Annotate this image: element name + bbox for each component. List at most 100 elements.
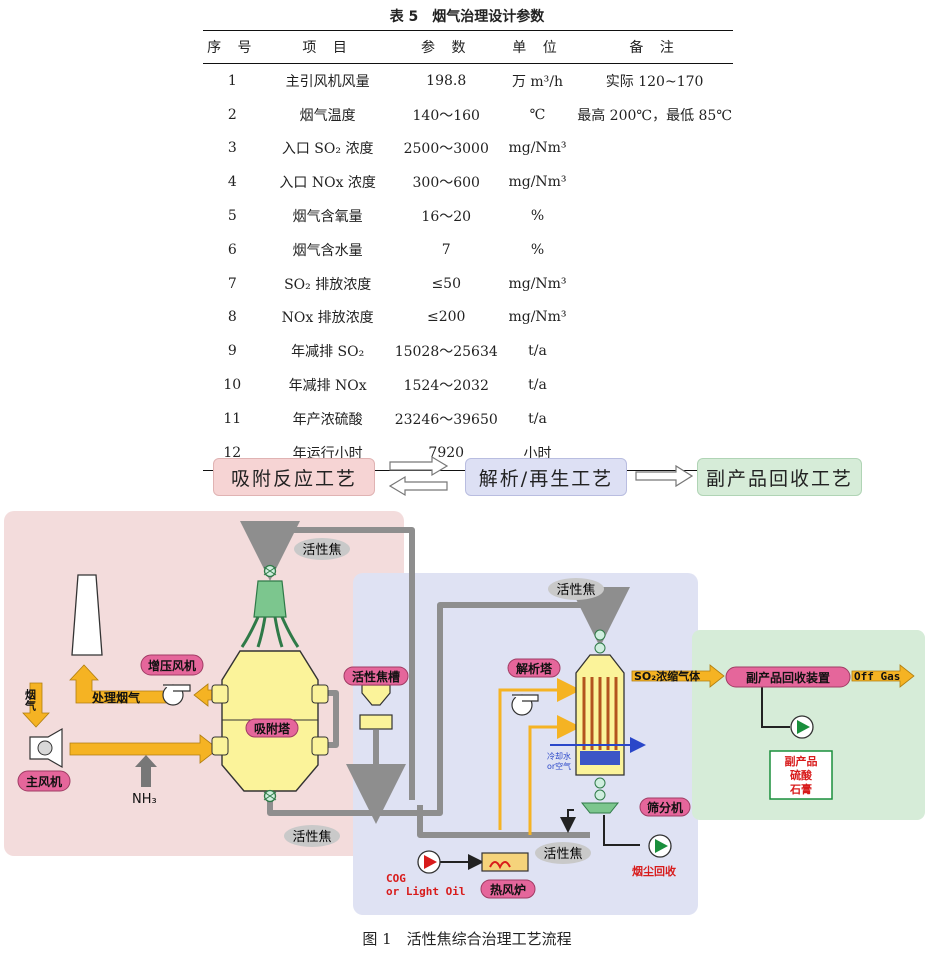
cell-note: 最高 200℃，最低 85℃ (577, 107, 732, 124)
label-cooling-2: or空气 (547, 761, 571, 771)
cell-no: 8 (227, 309, 237, 326)
dust-line (603, 815, 640, 846)
coke-pipe-bottom (267, 587, 630, 816)
label-booster-fan: 增压风机 (148, 658, 196, 673)
table-title: 表 5 烟气治理设计参数 (389, 9, 545, 25)
stage-byproduct: 副产品回收工艺 (697, 458, 862, 496)
cell-no: 3 (227, 140, 237, 157)
label-byproduct-1: 副产品 (785, 754, 818, 768)
label-coke-top: 活性焦 (302, 543, 341, 558)
label-recovery-unit: 副产品回收装置 (746, 670, 830, 685)
table-row: 9 年减排 SO₂ 15028～25634 t/a (203, 334, 733, 368)
booster-fan-shape (162, 684, 191, 706)
cell-unit: mg/Nm³ (508, 140, 567, 157)
arrow-back-1 (388, 475, 448, 497)
cell-value: 7 (441, 241, 451, 258)
stage-adsorption: 吸附反应工艺 (213, 458, 375, 496)
header-no: 序 号 (203, 30, 262, 64)
cell-value: 198.8 (426, 72, 467, 89)
table-row: 10 年减排 NOx 1524～2032 t/a (203, 368, 733, 402)
orange-line-up (498, 678, 581, 830)
byproducts-box (769, 750, 833, 800)
cell-value: 2500～3000 (403, 141, 489, 158)
cell-value: ≤50 (431, 275, 461, 292)
coke-tank-shape (359, 684, 393, 730)
label-adsorption-tower: 吸附塔 (254, 721, 291, 736)
cell-value: 300～600 (412, 175, 480, 192)
table-row: 3 入口 SO₂ 浓度 2500～3000 mg/Nm³ (203, 132, 733, 166)
desorption-fan-shape (511, 694, 539, 716)
hot-furnace-shape (481, 852, 529, 872)
header-item: 项 目 (261, 30, 394, 64)
process-diagram: 活性焦 活性焦 活性焦 活性焦 增压风机 主风机 吸附塔 活性焦槽 解析塔 副产… (4, 511, 925, 915)
cell-unit: % (530, 241, 545, 258)
label-byproduct-3: 石膏 (789, 782, 812, 796)
cell-item: 烟气温度 (299, 107, 356, 124)
cell-unit: t/a (528, 377, 547, 394)
cell-item: 入口 SO₂ 浓度 (281, 141, 374, 158)
cell-unit: % (530, 208, 545, 225)
cell-item: 年产浓硫酸 (292, 411, 363, 428)
figure-caption: 图 1 活性焦综合治理工艺流程 (362, 930, 572, 948)
label-flue-gas: 烟气 (24, 688, 38, 712)
nh3-arrow (135, 755, 157, 787)
cell-note: 实际 120~170 (605, 73, 704, 90)
cell-no: 11 (223, 410, 242, 427)
arrow-treated-gas (69, 664, 171, 704)
table-header-row: 序 号 项 目 参 数 单 位 备 注 (203, 30, 733, 64)
label-cog-1: COG (386, 872, 406, 885)
cell-value: 16～20 (421, 209, 472, 226)
label-coke-lower-right: 活性焦 (543, 847, 582, 862)
cell-unit: mg/Nm³ (508, 174, 567, 191)
cell-item: SO₂ 排放浓度 (284, 276, 372, 293)
cell-item: 年减排 SO₂ (291, 344, 365, 361)
recovery-to-product (761, 687, 790, 728)
table-row: 6 烟气含水量 7% (203, 233, 733, 267)
cell-unit: mg/Nm³ (508, 275, 567, 292)
arrow-forward-2 (635, 464, 694, 488)
cell-unit: ℃ (529, 106, 546, 123)
cell-value: ≤200 (427, 309, 466, 326)
coke-pipe-top (240, 521, 415, 800)
cell-unit: t/a (528, 343, 547, 360)
cell-no: 5 (227, 208, 237, 225)
label-cooling-1: 冷却水 (547, 751, 571, 761)
header-note: 备 注 (576, 30, 733, 64)
label-cog-2: or Light Oil (386, 885, 465, 898)
label-screen: 筛分机 (647, 800, 683, 815)
cell-value: 1524～2032 (403, 378, 489, 395)
cell-no: 10 (223, 377, 242, 394)
cell-item: 入口 NOx 浓度 (279, 175, 376, 192)
cell-value: 15028～25634 (394, 344, 498, 361)
header-value: 参 数 (393, 30, 499, 64)
cell-item: 年减排 NOx (288, 378, 367, 395)
arrow-flue-down (22, 682, 50, 728)
label-coke-bottom: 活性焦 (292, 830, 331, 845)
cell-no: 9 (227, 343, 237, 360)
header-unit: 单 位 (498, 30, 577, 64)
label-hot-furnace: 热风炉 (490, 882, 526, 897)
cell-value: 140～160 (412, 107, 480, 124)
arrow-forward-1 (389, 455, 449, 477)
cell-item: 烟气含水量 (292, 242, 363, 259)
chimney (71, 574, 103, 656)
label-desorption-tower: 解析塔 (516, 661, 553, 676)
label-treated-gas: 处理烟气 (91, 690, 140, 705)
coke-pipe-return (417, 805, 590, 838)
arrow-so2 (631, 664, 725, 688)
flow-arrows (388, 455, 694, 497)
label-coke-mid: 活性焦 (556, 583, 595, 598)
label-coke-tank: 活性焦槽 (352, 669, 400, 684)
cell-no: 1 (227, 72, 237, 89)
label-so2-gas: SO₂浓缩气体 (634, 669, 701, 683)
cell-no: 6 (227, 241, 237, 258)
cog-pump (417, 850, 441, 874)
label-nh3: NH₃ (132, 792, 157, 807)
